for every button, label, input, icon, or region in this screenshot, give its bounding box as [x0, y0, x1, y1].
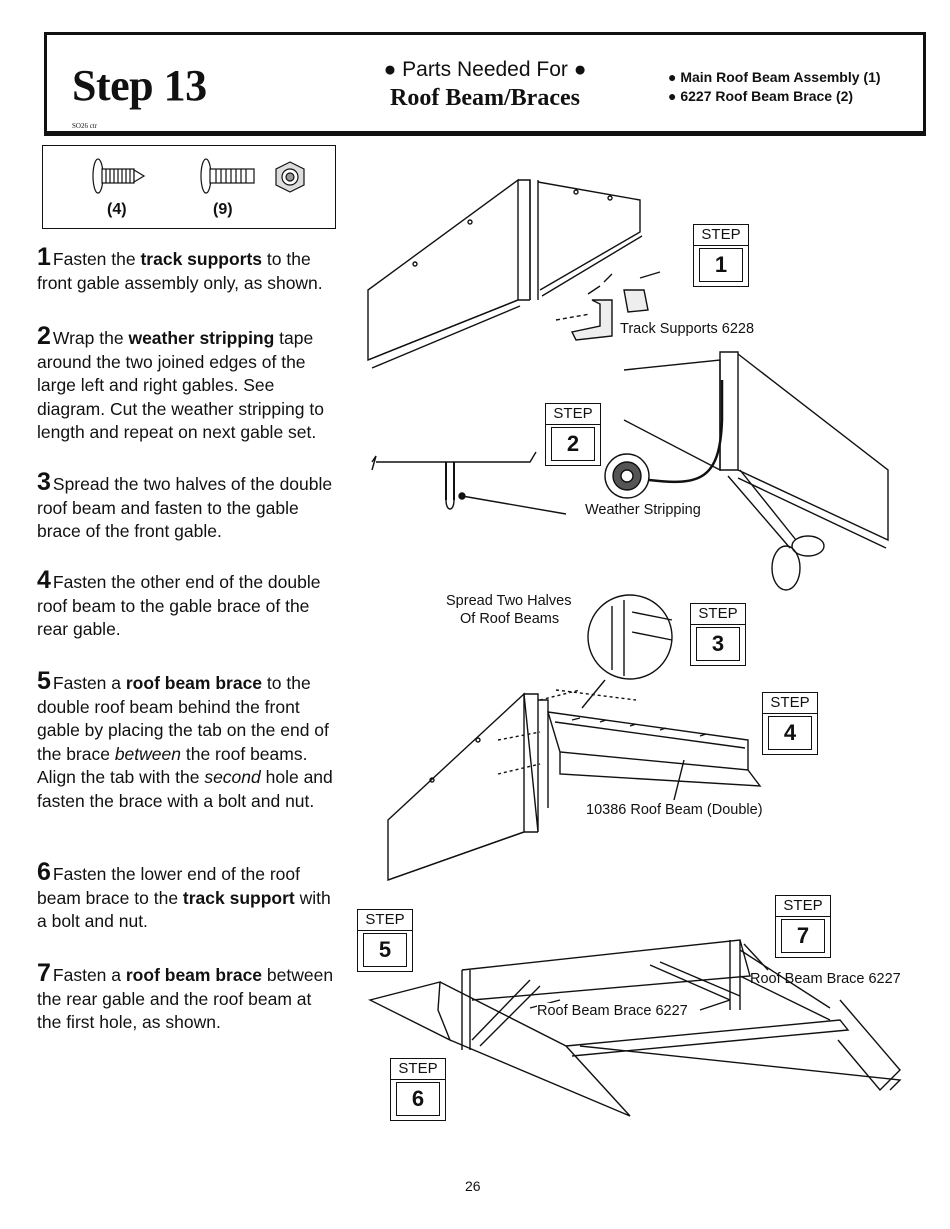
callout-roof-beam: 10386 Roof Beam (Double) — [586, 802, 763, 818]
header-box — [44, 32, 926, 136]
step-title: Step 13 — [72, 61, 207, 110]
part-item: ● Main Roof Beam Assembly (1) — [668, 69, 881, 85]
parts-for-title: Roof Beam/Braces — [390, 85, 580, 111]
screw-count: (4) — [107, 201, 127, 218]
front-gable-lower — [387, 692, 549, 881]
track-support-part — [555, 271, 661, 341]
bolt-count: (9) — [213, 201, 233, 218]
hex-nut-icon — [275, 161, 305, 193]
document-code: SO26 ctr — [72, 122, 98, 130]
parts-list: ● Main Roof Beam Assembly (1) ● 6227 Roo… — [668, 68, 881, 106]
scissors-icon — [727, 469, 825, 591]
front-gable-panel — [367, 178, 643, 369]
callout-weather-stripping: Weather Stripping — [585, 502, 701, 518]
callout-spread-line-2: Of Roof Beams — [460, 611, 560, 627]
callout-roof-beam-brace-right: Roof Beam Brace 6227 — [750, 971, 901, 987]
callout-roof-beam-brace-center: Roof Beam Brace 6227 — [537, 1003, 688, 1019]
rear-gable-panel — [623, 351, 889, 549]
bolt-icon — [200, 158, 255, 194]
hardware-box — [42, 145, 336, 229]
assembled-frame — [368, 939, 902, 1117]
magnifier-circle — [581, 594, 673, 709]
callout-track-supports: Track Supports 6228 — [620, 321, 755, 337]
page-number: 26 — [465, 1178, 481, 1194]
parts-needed-heading: ● Parts Needed For ● — [383, 58, 587, 81]
part-item: ● 6227 Roof Beam Brace (2) — [668, 88, 854, 104]
callout-spread-line-1: Spread Two Halves — [446, 593, 572, 609]
hardware-illustration — [92, 158, 305, 194]
weather-stripping-roll — [604, 380, 724, 499]
roof-beam-double — [497, 689, 762, 801]
screw-icon — [92, 158, 146, 194]
cross-section-detail — [371, 451, 567, 515]
